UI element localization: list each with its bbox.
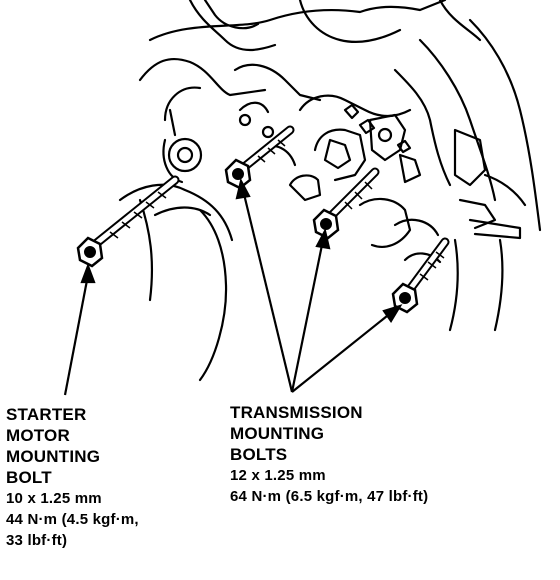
starter-bolt-size: 10 x 1.25 mm: [6, 490, 102, 507]
transmission-title-line-3: BOLTS: [230, 445, 288, 464]
starter-title-line-3: MOUNTING: [6, 447, 101, 466]
transmission-bolt-lower: [391, 237, 450, 314]
transmission-arrowhead-middle: [315, 227, 331, 250]
transmission-title-line-1: TRANSMISSION: [230, 403, 363, 422]
leader-lines: [63, 177, 403, 396]
starter-title-line-2: MOTOR: [6, 426, 70, 445]
starter-bolt: [76, 175, 180, 268]
transmission-bolt-size: 12 x 1.25 mm: [230, 467, 326, 484]
starter-leader: [63, 274, 90, 396]
transmission-torque: 64 N·m (6.5 kgf·m, 47 lbf·ft): [230, 488, 429, 505]
transmission-leader-lower: [291, 311, 393, 393]
transmission-leader-upper: [241, 189, 294, 393]
transmission-title-line-2: MOUNTING: [230, 424, 325, 443]
transmission-arrowhead-upper: [235, 177, 251, 200]
transmission-bolt-middle: [312, 167, 380, 240]
starter-arrowhead: [80, 262, 96, 284]
engine-block-outline: [118, 0, 542, 382]
starter-title-line-4: BOLT: [6, 468, 52, 487]
transmission-bolts-callout: TRANSMISSION MOUNTING BOLTS 12 x 1.25 mm…: [230, 402, 428, 507]
starter-torque-line-2: 33 lbf·ft): [6, 532, 68, 549]
starter-motor-bolt-callout: STARTER MOTOR MOUNTING BOLT 10 x 1.25 mm…: [6, 404, 139, 551]
transmission-bolt-upper: [224, 125, 295, 190]
starter-title-line-1: STARTER: [6, 405, 87, 424]
starter-torque-line-1: 44 N·m (4.5 kgf·m,: [6, 511, 139, 528]
transmission-arrowhead-lower: [382, 304, 403, 324]
transmission-leader-middle: [290, 239, 325, 393]
